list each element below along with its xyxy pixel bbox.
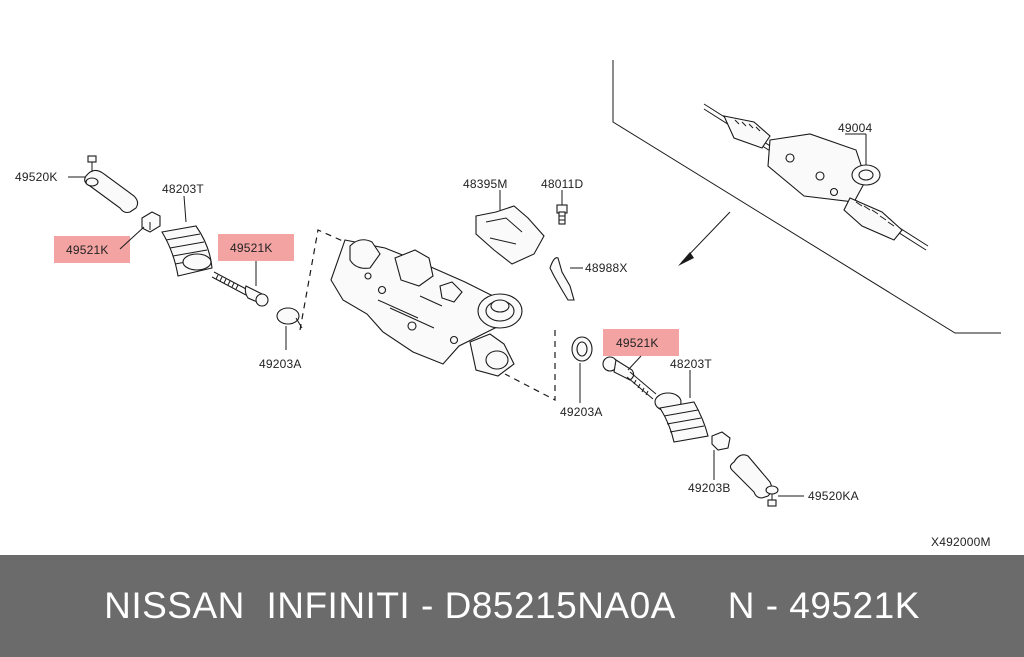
tie-rod-end-right — [729, 454, 779, 507]
steering-gear-assembly-inset — [703, 103, 929, 251]
highlight-box-1 — [54, 236, 130, 263]
label-clip-right: 49203B — [688, 481, 731, 495]
leader-lines — [68, 133, 866, 497]
label-inner-socket-2: 49521K — [230, 241, 273, 255]
label-inner-socket-3: 49521K — [616, 336, 659, 350]
bracket — [549, 257, 575, 301]
highlight-box-2 — [218, 234, 294, 261]
diagram-code: X492000M — [931, 535, 991, 549]
inner-socket-right — [602, 356, 657, 400]
label-bracket: 48988X — [585, 261, 628, 275]
label-gear-assembly: 49004 — [838, 121, 872, 135]
label-boot-right: 48203T — [670, 357, 712, 371]
label-insulator: 48395M — [463, 177, 508, 191]
label-tie-rod-end-right: 49520KA — [808, 489, 859, 503]
label-clamp-right: 49203A — [560, 405, 603, 419]
clip-right — [711, 431, 731, 451]
label-boot-left: 48203T — [162, 182, 204, 196]
highlight-box-3 — [603, 329, 679, 356]
label-clamp-left: 49203A — [259, 357, 302, 371]
label-tie-rod-end-left: 49520K — [15, 170, 58, 184]
footer-part-text: NISSAN INFINITI - D85215NA0A N - 49521K — [104, 585, 920, 626]
boot-left — [161, 225, 213, 277]
assembly-inset — [612, 60, 1001, 334]
insulator — [475, 205, 545, 265]
steering-gear-housing — [330, 239, 523, 377]
right-group-dashed-bracket — [504, 330, 556, 401]
footer-banner: NISSAN INFINITI - D85215NA0A N - 49521K — [0, 555, 1024, 657]
clamp-left — [276, 307, 303, 329]
left-group-dashed-bracket — [299, 229, 346, 331]
label-bolt: 48011D — [541, 177, 583, 191]
boot-right — [654, 392, 709, 443]
bolt — [556, 204, 568, 225]
tie-rod-end-left — [84, 155, 139, 214]
lock-nut-left — [141, 211, 161, 233]
label-inner-socket-1: 49521K — [66, 243, 109, 257]
steering-rack-parts-diagram: 49520K 49521K 48203T 49521K 49203A 48395… — [15, 60, 1001, 549]
clamp-right — [571, 336, 593, 362]
inner-socket-left — [211, 271, 269, 307]
